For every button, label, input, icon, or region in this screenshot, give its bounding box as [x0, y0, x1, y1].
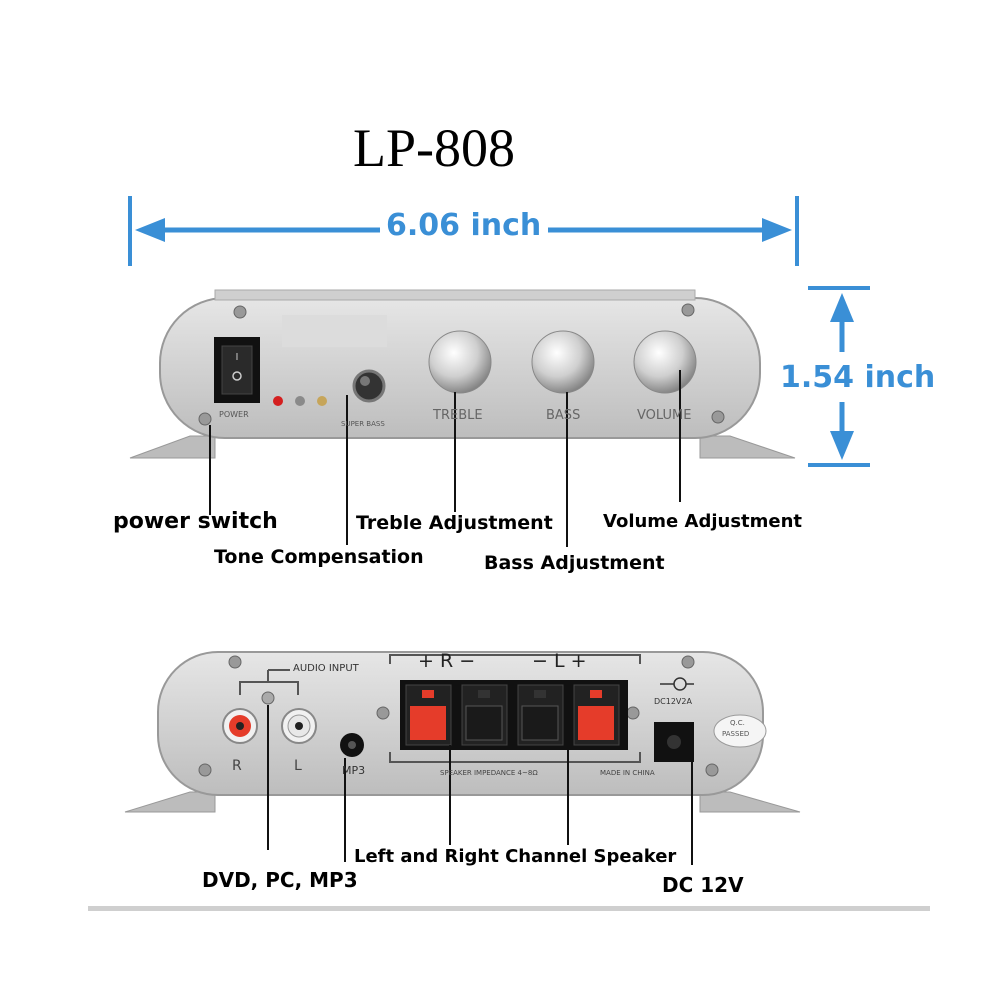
- super-bass-panel-text: SUPER BASS: [341, 420, 385, 428]
- bass-panel-text: BASS: [546, 408, 581, 423]
- made-in-panel-text: MADE IN CHINA: [600, 769, 655, 777]
- rear-panel: [124, 651, 801, 813]
- mp3-panel-text: MP3: [342, 764, 366, 777]
- callout-tone-compensation: Tone Compensation: [214, 546, 424, 568]
- width-dimension-arrow: [128, 196, 799, 266]
- height-dimension-arrow: [808, 286, 870, 467]
- power-panel-text: POWER: [219, 410, 249, 419]
- audio-input-panel-text: AUDIO INPUT: [293, 663, 359, 674]
- l-channel-panel-text: L: [294, 758, 302, 774]
- rear-callout-lines: [267, 705, 693, 865]
- callout-power-switch: power switch: [113, 509, 278, 534]
- svg-text:I: I: [236, 352, 239, 363]
- width-dimension-label: 6.06 inch: [386, 208, 542, 243]
- callout-bass-adjustment: Bass Adjustment: [484, 552, 665, 574]
- callout-speaker: Left and Right Channel Speaker: [354, 846, 677, 867]
- impedance-panel-text: SPEAKER IMPEDANCE 4~8Ω: [440, 769, 538, 777]
- front-callout-lines: [209, 370, 681, 547]
- qc-sticker-line1: Q.C.: [730, 719, 745, 727]
- left-polarity-panel-text: − L +: [532, 650, 587, 672]
- right-polarity-panel-text: + R −: [418, 650, 476, 672]
- treble-panel-text: TREBLE: [433, 408, 483, 423]
- callout-dvd-pc-mp3: DVD, PC, MP3: [202, 868, 358, 892]
- callout-dc-12v: DC 12V: [662, 873, 744, 897]
- dc-rating-panel-text: DC12V2A: [654, 697, 692, 706]
- height-dimension-label: 1.54 inch: [780, 360, 936, 395]
- callout-volume-adjustment: Volume Adjustment: [603, 511, 803, 532]
- volume-panel-text: VOLUME: [637, 408, 692, 423]
- r-channel-panel-text: R: [232, 758, 242, 774]
- front-panel: I: [129, 289, 796, 459]
- qc-sticker-line2: PASSED: [722, 730, 750, 738]
- bottom-divider: [88, 906, 930, 911]
- callout-treble-adjustment: Treble Adjustment: [356, 512, 553, 534]
- product-title: LP-808: [353, 118, 515, 178]
